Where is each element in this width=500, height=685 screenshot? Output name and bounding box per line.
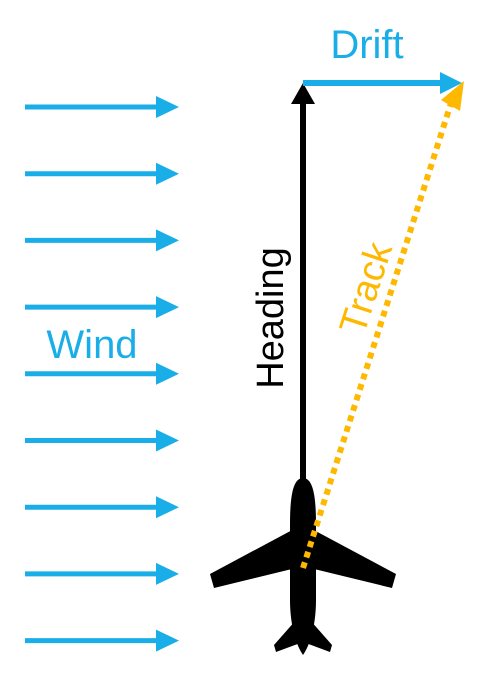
arrow-right-icon: [25, 162, 179, 185]
arrow-right-icon: [25, 562, 179, 585]
arrow-right-icon: [25, 296, 179, 319]
wind-label: Wind: [46, 323, 137, 367]
track-label: Track: [332, 236, 401, 339]
track-arrowhead: [441, 81, 464, 111]
heading-arrowhead: [291, 83, 315, 104]
drift-arrow: [303, 72, 462, 94]
heading-arrow: [291, 83, 315, 500]
arrow-right-icon: [25, 96, 179, 118]
arrow-right-icon: [25, 629, 179, 652]
arrow-right-icon: [25, 229, 179, 252]
drift-arrowhead: [440, 72, 462, 94]
arrow-right-icon: [25, 362, 179, 385]
wind-arrows: [25, 96, 179, 652]
track-arrow: [300, 81, 464, 569]
arrow-right-icon: [25, 496, 179, 519]
drift-label: Drift: [330, 23, 403, 67]
arrow-right-icon: [25, 429, 179, 452]
heading-label: Heading: [250, 247, 292, 389]
